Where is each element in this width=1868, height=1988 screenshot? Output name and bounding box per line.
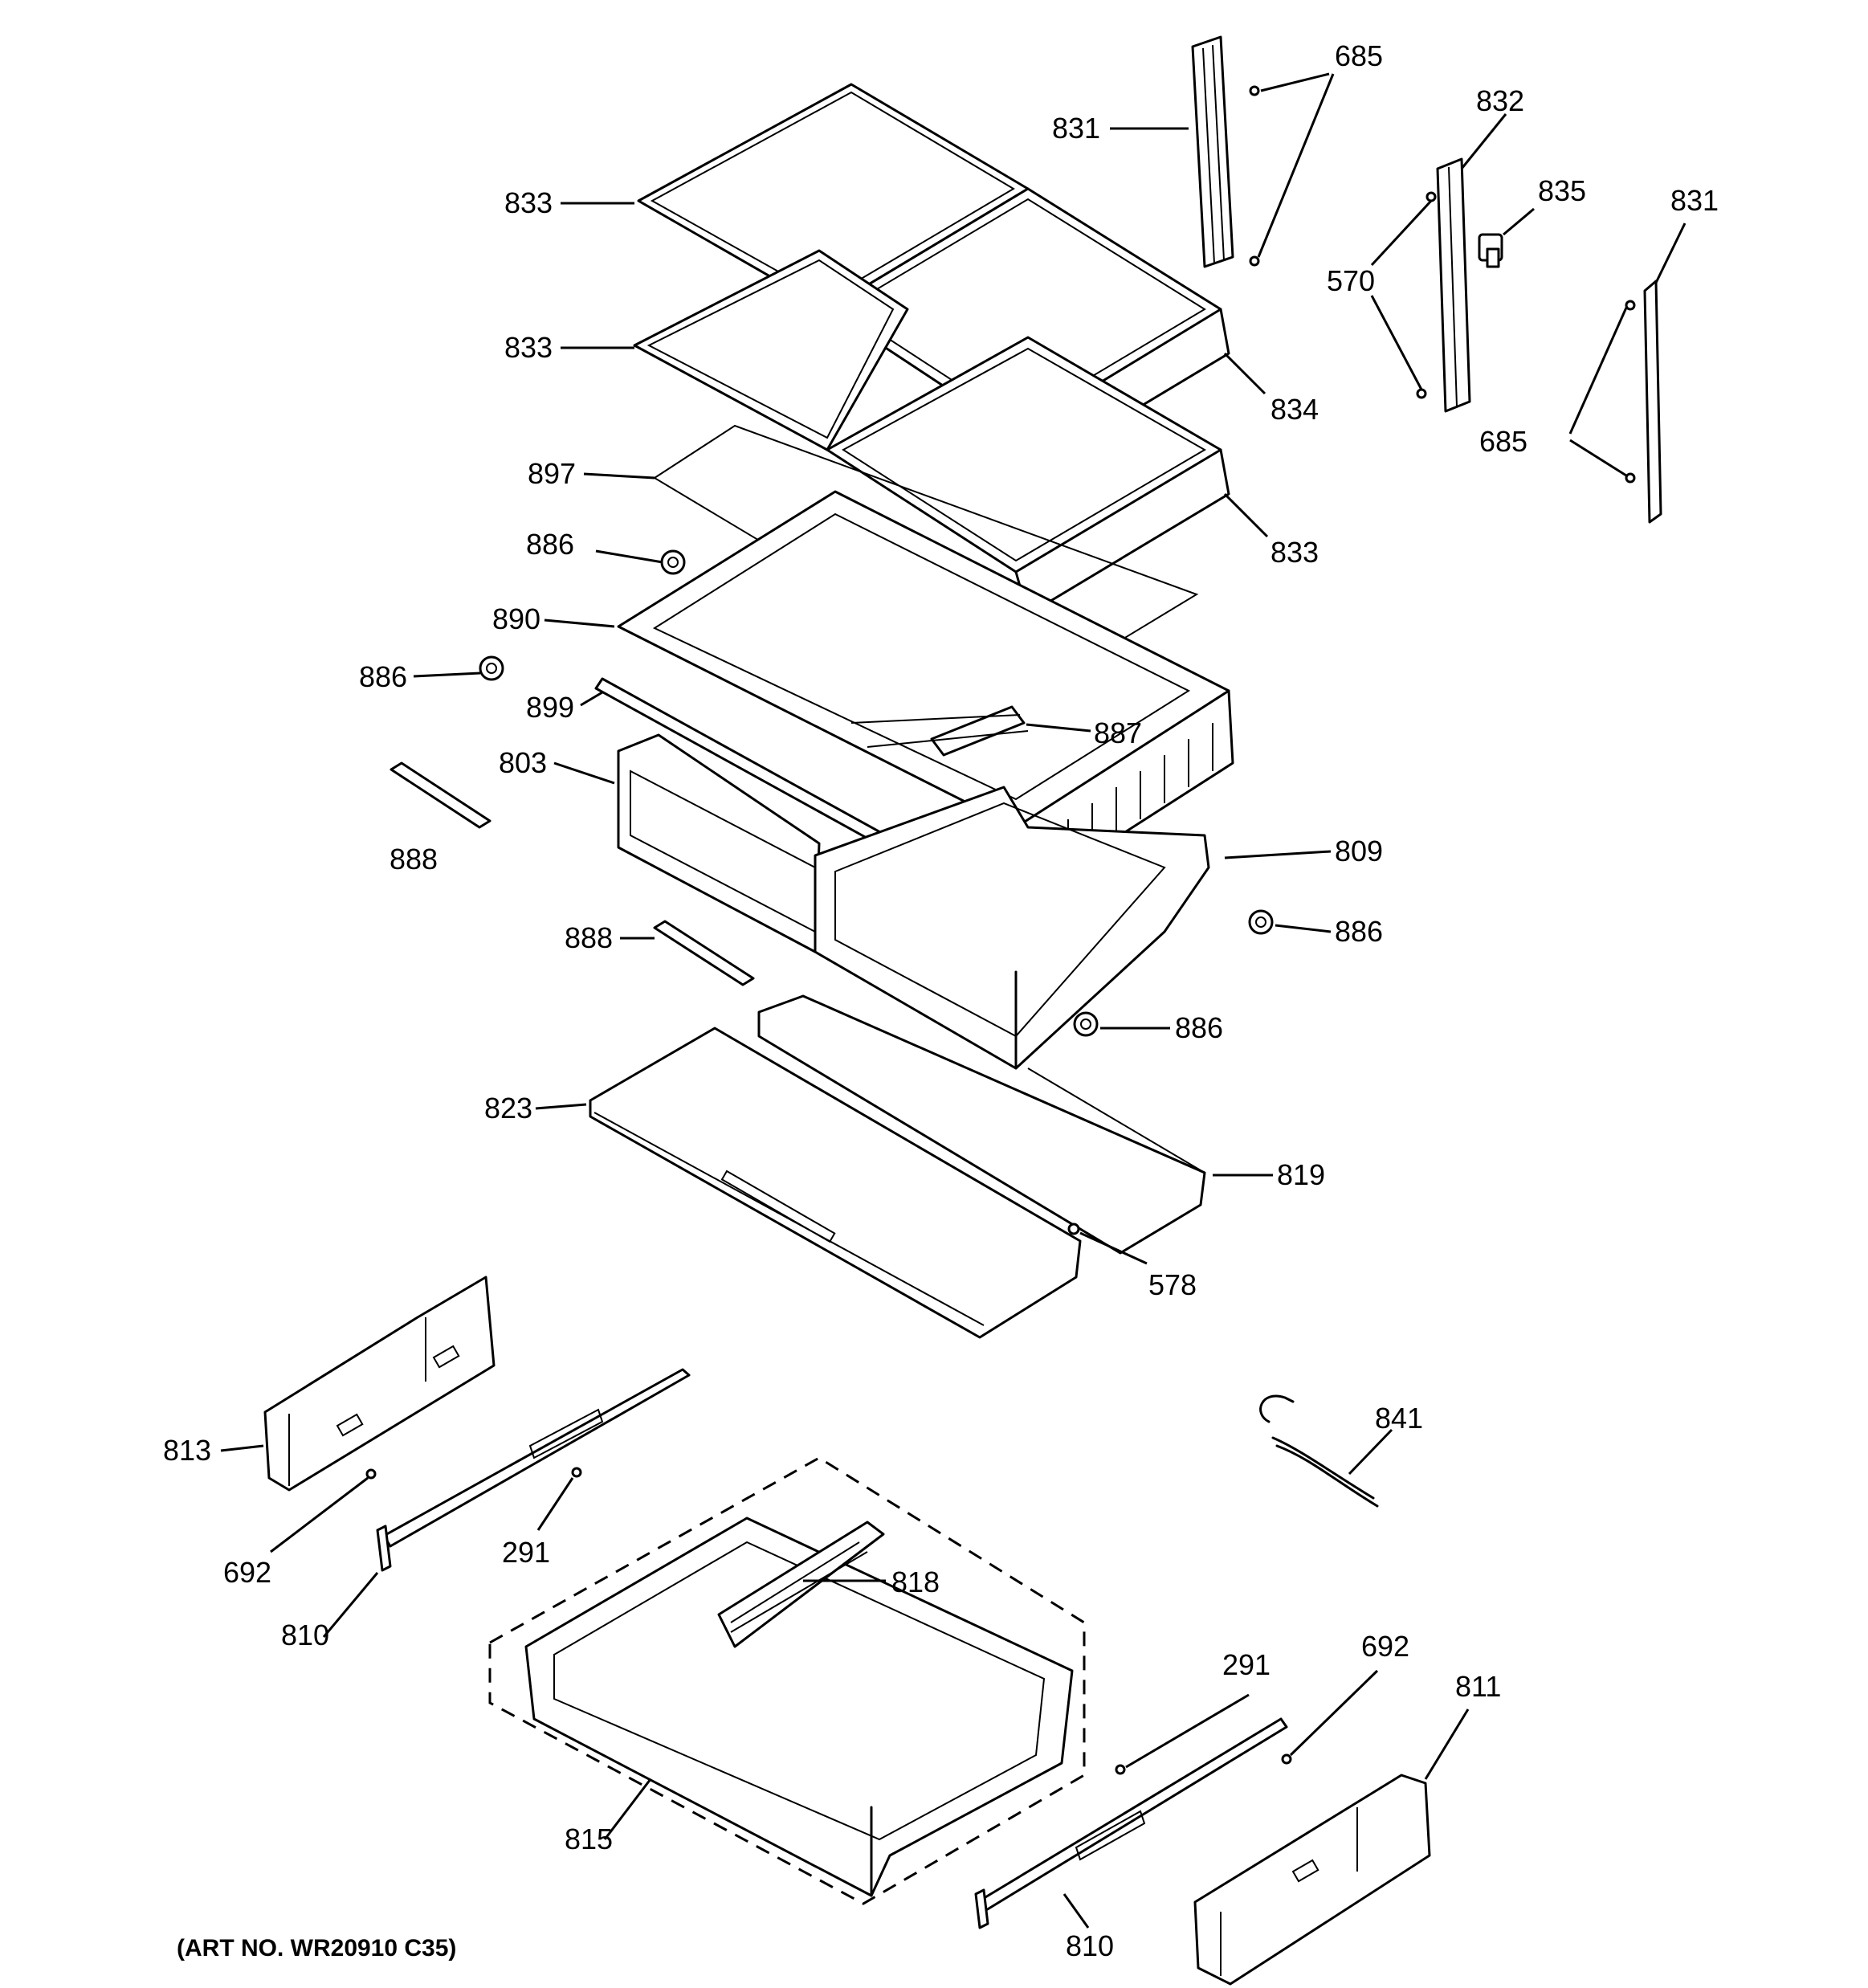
label-833-lower: 833 [1270, 536, 1319, 569]
screw-578 [1067, 1223, 1080, 1235]
label-692-left: 692 [223, 1556, 271, 1589]
label-291-right: 291 [1222, 1648, 1270, 1681]
part-832-rail [1436, 157, 1471, 413]
label-899: 899 [526, 691, 574, 724]
part-810-rail-left [376, 1368, 691, 1572]
label-888-b: 888 [565, 921, 613, 954]
part-803-pan-left [617, 733, 821, 953]
screw-692-right [1281, 1753, 1292, 1765]
label-886-c: 886 [1335, 915, 1383, 948]
label-888-a: 888 [390, 843, 438, 876]
label-291-left: 291 [502, 1536, 550, 1569]
label-831-left: 831 [1052, 112, 1100, 145]
leader-lines [220, 72, 1687, 1929]
part-835-clip [1478, 233, 1503, 268]
part-818-divider [717, 1521, 885, 1648]
part-886-wheel [479, 549, 1274, 1037]
label-832: 832 [1476, 84, 1524, 117]
label-841: 841 [1375, 1402, 1423, 1435]
label-886-d: 886 [1175, 1011, 1223, 1044]
label-578: 578 [1148, 1268, 1197, 1301]
part-831-left-rail [1191, 35, 1234, 268]
label-810-right: 810 [1066, 1929, 1114, 1962]
screw-570 [1416, 191, 1437, 399]
label-810-left: 810 [281, 1619, 329, 1651]
part-841-tube [1259, 1394, 1379, 1508]
label-834: 834 [1270, 393, 1319, 426]
label-570: 570 [1327, 264, 1375, 297]
label-803: 803 [499, 746, 547, 779]
screw-291-right [1115, 1764, 1126, 1775]
part-815-drawer-assembly [488, 1456, 1086, 1905]
label-685-top: 685 [1335, 39, 1383, 72]
label-809: 809 [1335, 835, 1383, 867]
label-897: 897 [528, 457, 576, 490]
label-818: 818 [891, 1565, 940, 1598]
label-819: 819 [1277, 1158, 1325, 1191]
part-823-cover [589, 1027, 1082, 1339]
label-890: 890 [492, 602, 540, 635]
label-692-right: 692 [1361, 1630, 1409, 1663]
label-823: 823 [484, 1092, 532, 1125]
label-833-middle: 833 [504, 331, 553, 364]
label-833-top: 833 [504, 186, 553, 219]
part-labels: 685 831 832 835 831 833 833 570 834 685 … [163, 39, 1719, 1962]
label-835: 835 [1538, 174, 1586, 207]
part-810-rail-right [974, 1717, 1288, 1929]
label-811: 811 [1455, 1670, 1501, 1703]
part-831-right-rail [1625, 280, 1662, 524]
part-813-bracket-left [263, 1276, 496, 1492]
label-886-a: 886 [526, 528, 574, 561]
part-888-handle [390, 761, 755, 986]
screw-291-left [571, 1467, 582, 1478]
label-886-b: 886 [359, 660, 407, 693]
label-815: 815 [565, 1823, 613, 1855]
part-887-divider [850, 705, 1029, 757]
label-685-right: 685 [1479, 425, 1527, 458]
part-811-bracket-right [1193, 1774, 1431, 1986]
screw-692-left [365, 1468, 377, 1480]
label-887: 887 [1094, 716, 1142, 749]
art-number: (ART NO. WR20910 C35) [177, 1935, 456, 1961]
part-819-glass [757, 994, 1206, 1255]
part-833-shelf-middle-left [633, 249, 909, 451]
label-831-right: 831 [1670, 184, 1719, 217]
screw-685-top [1249, 85, 1260, 267]
label-813: 813 [163, 1434, 211, 1467]
part-809-pan-right [814, 786, 1210, 1070]
